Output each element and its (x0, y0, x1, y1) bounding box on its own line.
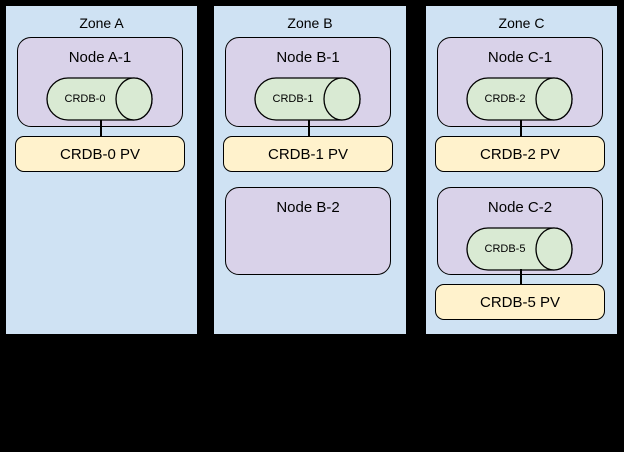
connector-line (100, 120, 102, 137)
node-c-1-title: Node C-1 (487, 49, 553, 66)
crdb-0-cylinder: CRDB-0 (46, 77, 153, 121)
pv-crdb-2: CRDB-2 PV (435, 136, 605, 172)
crdb-0-label: CRDB-0 (64, 93, 106, 105)
zone-b-title: Zone B (287, 15, 333, 31)
node-c-1: Node C-1 CRDB-2 (437, 37, 603, 127)
pv-crdb-2-label: CRDB-2 PV (479, 145, 561, 163)
connector-line (520, 120, 522, 137)
pv-crdb-0: CRDB-0 PV (15, 136, 185, 172)
crdb-5-label: CRDB-5 (484, 243, 526, 255)
database-cylinder-icon (46, 77, 153, 121)
crdb-1-label: CRDB-1 (272, 93, 314, 105)
database-cylinder-icon (254, 77, 361, 121)
database-cylinder-icon (466, 227, 573, 271)
connector-line (520, 269, 522, 285)
zone-c: Zone C Node C-1 CRDB-2 CRDB-2 PV Node C-… (424, 4, 619, 336)
pv-crdb-5-label: CRDB-5 PV (479, 293, 561, 311)
crdb-1-cylinder: CRDB-1 (254, 77, 361, 121)
node-c-2: Node C-2 CRDB-5 (437, 187, 603, 275)
node-a-1-title: Node A-1 (68, 49, 132, 66)
pv-crdb-0-label: CRDB-0 PV (59, 145, 141, 163)
pv-crdb-1-label: CRDB-1 PV (267, 145, 349, 163)
node-c-2-title: Node C-2 (487, 199, 553, 216)
node-b-1-title: Node B-1 (276, 49, 340, 66)
node-b-2: Node B-2 (225, 187, 391, 275)
node-b-2-title: Node B-2 (276, 199, 340, 216)
zone-a-title: Zone A (79, 15, 124, 31)
zone-a: Zone A Node A-1 CRDB-0 CRDB-0 PV (4, 4, 199, 336)
pv-crdb-1: CRDB-1 PV (223, 136, 393, 172)
crdb-2-cylinder: CRDB-2 (466, 77, 573, 121)
crdb-5-cylinder: CRDB-5 (466, 227, 573, 271)
node-a-1: Node A-1 CRDB-0 (17, 37, 183, 127)
crdb-2-label: CRDB-2 (484, 93, 526, 105)
zone-c-title: Zone C (498, 15, 545, 31)
node-b-1: Node B-1 CRDB-1 (225, 37, 391, 127)
pv-crdb-5: CRDB-5 PV (435, 284, 605, 320)
zone-b: Zone B Node B-1 CRDB-1 CRDB-1 PV Node B-… (212, 4, 408, 336)
database-cylinder-icon (466, 77, 573, 121)
connector-line (308, 120, 310, 137)
